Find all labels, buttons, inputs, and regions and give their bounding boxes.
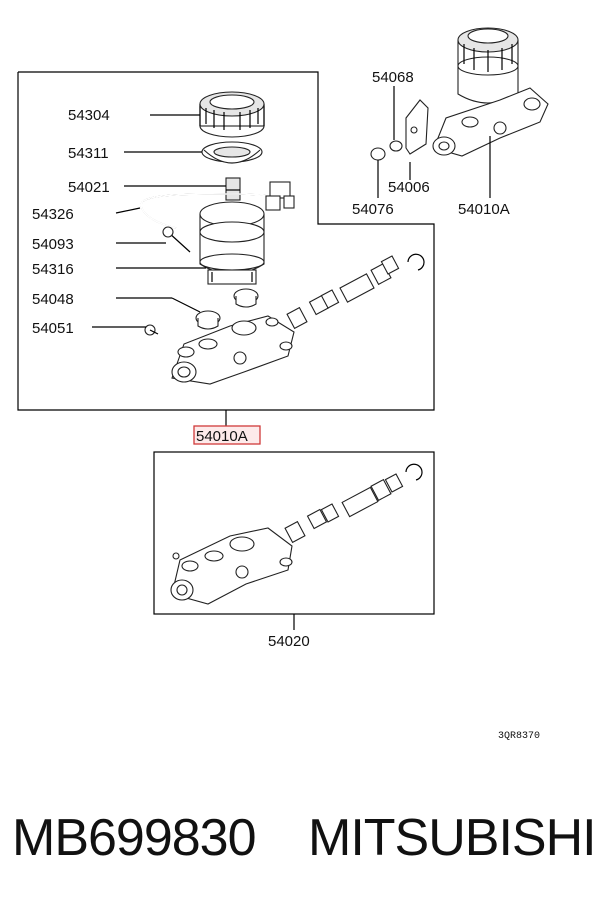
bolt-drawing [162, 226, 191, 253]
label-54076: 54076 [352, 201, 394, 218]
float-drawing [225, 177, 241, 201]
hose-drawing [140, 181, 295, 229]
label-54316: 54316 [32, 261, 74, 278]
brand-name: MITSUBISHI [308, 809, 597, 867]
reservoir-body-drawing [199, 201, 265, 285]
label-54311: 54311 [68, 145, 109, 162]
label-54010a-selected[interactable]: 54010A [196, 428, 248, 445]
upper-assembly-frame [17, 71, 435, 411]
lower-piston-kit-drawing [284, 463, 423, 544]
label-54093: 54093 [32, 236, 74, 253]
reservoir-cap-drawing [199, 91, 265, 138]
leader-lines [92, 86, 491, 630]
grommets-drawing [195, 288, 259, 330]
screw-drawing [144, 324, 159, 336]
label-54006: 54006 [388, 179, 430, 196]
parts-diagram: 54304 54311 54021 54326 54093 54316 5404… [17, 27, 549, 742]
label-54068: 54068 [372, 69, 414, 86]
label-54048: 54048 [32, 291, 74, 308]
label-54304: 54304 [68, 107, 110, 124]
label-54051: 54051 [32, 320, 74, 337]
label-54020: 54020 [268, 633, 310, 650]
selected-part-highlight [193, 425, 261, 445]
label-54021: 54021 [68, 179, 110, 196]
label-54326: 54326 [32, 206, 74, 223]
label-54010a-top: 54010A [458, 201, 510, 218]
diaphragm-drawing [201, 141, 263, 164]
part-number: MB699830 [12, 809, 257, 867]
upper-piston-kit-drawing [286, 253, 425, 330]
lower-cylinder-body-drawing [170, 527, 293, 605]
drawing-code: 3QR8370 [498, 731, 540, 742]
upper-cylinder-body-drawing [171, 315, 295, 385]
top-right-assembly-drawing [370, 27, 549, 161]
